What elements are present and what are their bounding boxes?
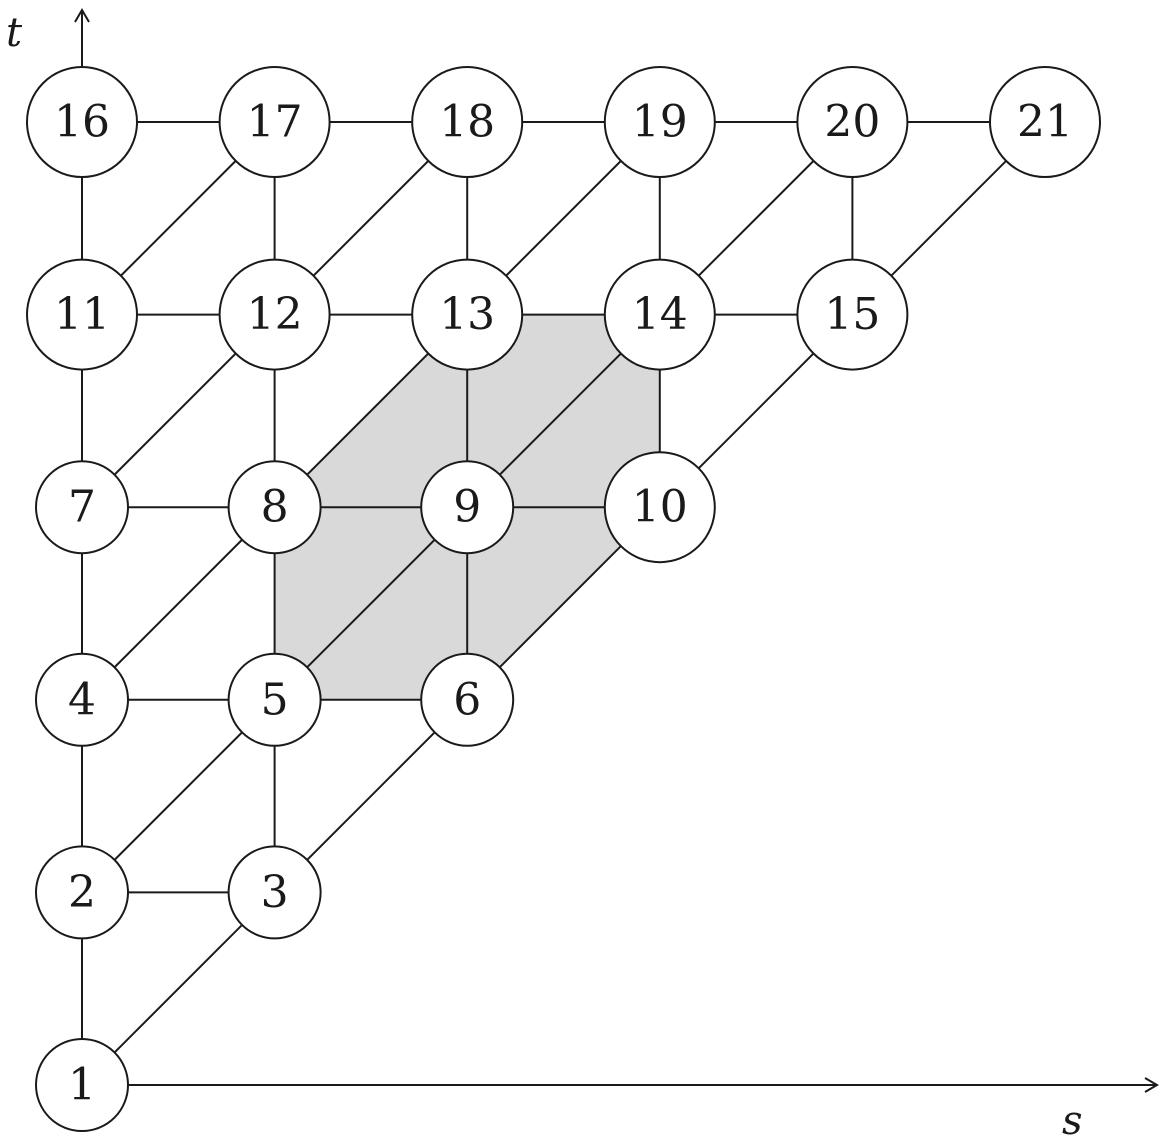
node-11: 11 xyxy=(26,258,138,371)
node-circle xyxy=(35,460,129,555)
node-circle xyxy=(218,258,331,371)
node-circle xyxy=(227,652,322,747)
node-circle xyxy=(420,652,515,747)
node-circle xyxy=(603,258,716,371)
node-8: 8 xyxy=(227,460,322,555)
node-circle xyxy=(26,66,138,178)
node-15: 15 xyxy=(796,258,909,371)
node-circle xyxy=(35,845,129,940)
s-axis-label: s xyxy=(1062,1098,1083,1141)
node-circle xyxy=(989,66,1101,178)
node-label: 8 xyxy=(261,482,289,533)
node-circle xyxy=(411,66,524,178)
node-label: 4 xyxy=(68,674,96,725)
node-circle xyxy=(796,66,909,178)
node-label: 12 xyxy=(247,289,303,340)
t-axis-label: t xyxy=(6,10,23,56)
node-label: 13 xyxy=(439,289,495,340)
node-21: 21 xyxy=(989,66,1101,178)
node-circle xyxy=(411,258,524,371)
node-3: 3 xyxy=(227,845,322,940)
edges xyxy=(81,121,1046,1086)
node-label: 17 xyxy=(247,97,303,148)
node-10: 10 xyxy=(603,451,716,564)
node-19: 19 xyxy=(603,66,716,178)
node-circle xyxy=(26,258,138,371)
node-label: 11 xyxy=(54,289,110,340)
node-label: 21 xyxy=(1017,97,1073,148)
node-16: 16 xyxy=(26,66,138,178)
node-label: 16 xyxy=(54,97,110,148)
node-circle xyxy=(227,845,322,940)
node-label: 20 xyxy=(824,97,880,148)
node-circle xyxy=(603,451,716,564)
node-14: 14 xyxy=(603,258,716,371)
node-18: 18 xyxy=(411,66,524,178)
node-circle xyxy=(420,460,515,555)
node-13: 13 xyxy=(411,258,524,371)
s-axis-arrowhead xyxy=(1144,1077,1159,1093)
node-circle xyxy=(35,1038,129,1132)
node-7: 7 xyxy=(35,460,129,555)
node-label: 5 xyxy=(261,674,289,725)
node-circle xyxy=(35,652,129,747)
t-axis-arrowhead xyxy=(74,8,90,23)
node-12: 12 xyxy=(218,258,331,371)
node-circle xyxy=(603,66,716,178)
node-20: 20 xyxy=(796,66,909,178)
node-label: 18 xyxy=(439,97,495,148)
node-label: 14 xyxy=(632,289,688,340)
node-label: 19 xyxy=(632,97,688,148)
node-circle xyxy=(796,258,909,371)
node-2: 2 xyxy=(35,845,129,940)
node-17: 17 xyxy=(218,66,331,178)
node-6: 6 xyxy=(420,652,515,747)
node-label: 2 xyxy=(68,867,96,918)
node-1: 1 xyxy=(35,1038,129,1132)
node-label: 6 xyxy=(453,674,481,725)
node-5: 5 xyxy=(227,652,322,747)
node-9: 9 xyxy=(420,460,515,555)
node-label: 7 xyxy=(68,482,96,533)
node-4: 4 xyxy=(35,652,129,747)
node-label: 1 xyxy=(68,1060,96,1111)
node-label: 10 xyxy=(632,482,688,533)
node-label: 3 xyxy=(261,867,289,918)
node-label: 15 xyxy=(824,289,880,340)
node-label: 9 xyxy=(453,482,481,533)
node-circle xyxy=(218,66,331,178)
node-circle xyxy=(227,460,322,555)
